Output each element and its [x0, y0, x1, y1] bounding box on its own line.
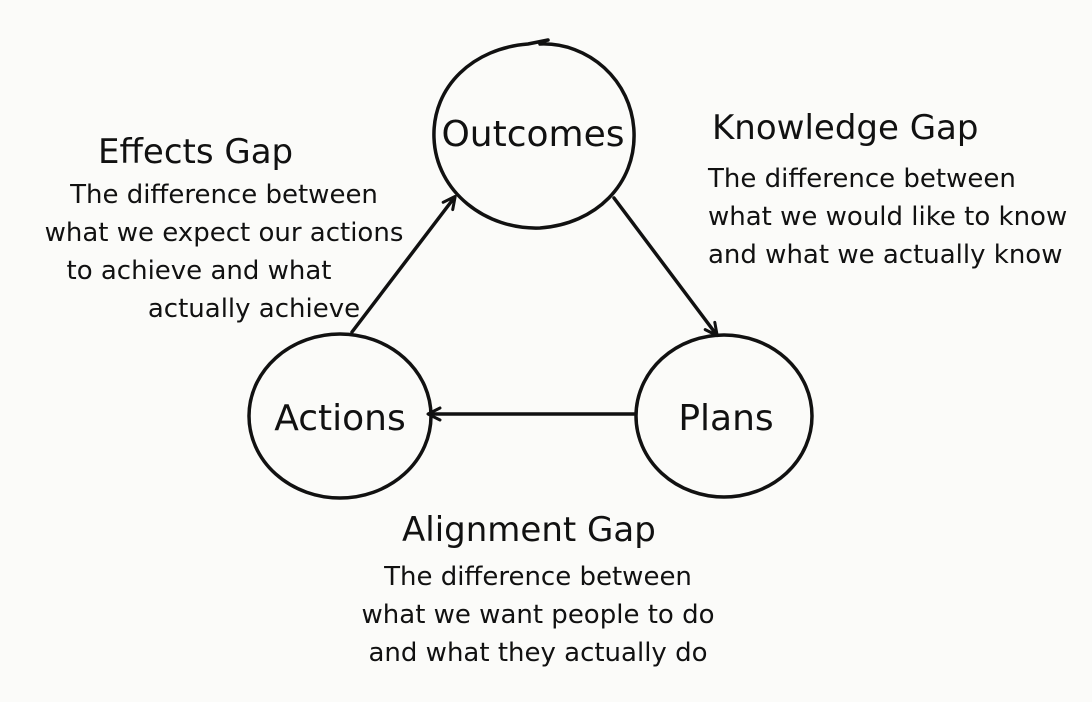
knowledge-gap-description: The difference between what we would lik…: [708, 160, 1086, 274]
outcomes-label: Outcomes: [441, 114, 624, 155]
effects-gap-title: Effects Gap: [98, 132, 294, 172]
effects-gap-line: what we expect our actions: [44, 218, 404, 248]
arrow-actions-to-outcomes: [350, 194, 457, 334]
alignment-gap-line: The difference between: [384, 562, 692, 592]
actions-label: Actions: [274, 398, 406, 439]
alignment-gap-line: what we want people to do: [361, 600, 715, 630]
plans-label: Plans: [678, 398, 773, 439]
alignment-gap-title: Alignment Gap: [402, 510, 656, 550]
arrow-outcomes-to-plans: [612, 196, 719, 338]
knowledge-gap-line: and what we actually know: [708, 240, 1063, 270]
effects-gap-description: The difference between what we expect ou…: [44, 176, 404, 328]
effects-gap-line: to achieve and what: [66, 256, 332, 286]
plans-node: Plans: [634, 333, 814, 499]
effects-gap-line: The difference between: [70, 180, 378, 210]
knowledge-gap-title: Knowledge Gap: [712, 108, 979, 148]
alignment-gap-line: and what they actually do: [368, 638, 708, 668]
outcomes-node: Outcomes: [432, 38, 636, 230]
knowledge-gap-line: what we would like to know: [708, 202, 1068, 232]
actions-node: Actions: [247, 332, 433, 500]
effects-gap-line: actually achieve: [147, 294, 361, 324]
alignment-gap-description: The difference between what we want peop…: [340, 558, 736, 672]
knowledge-gap-line: The difference between: [708, 164, 1016, 194]
